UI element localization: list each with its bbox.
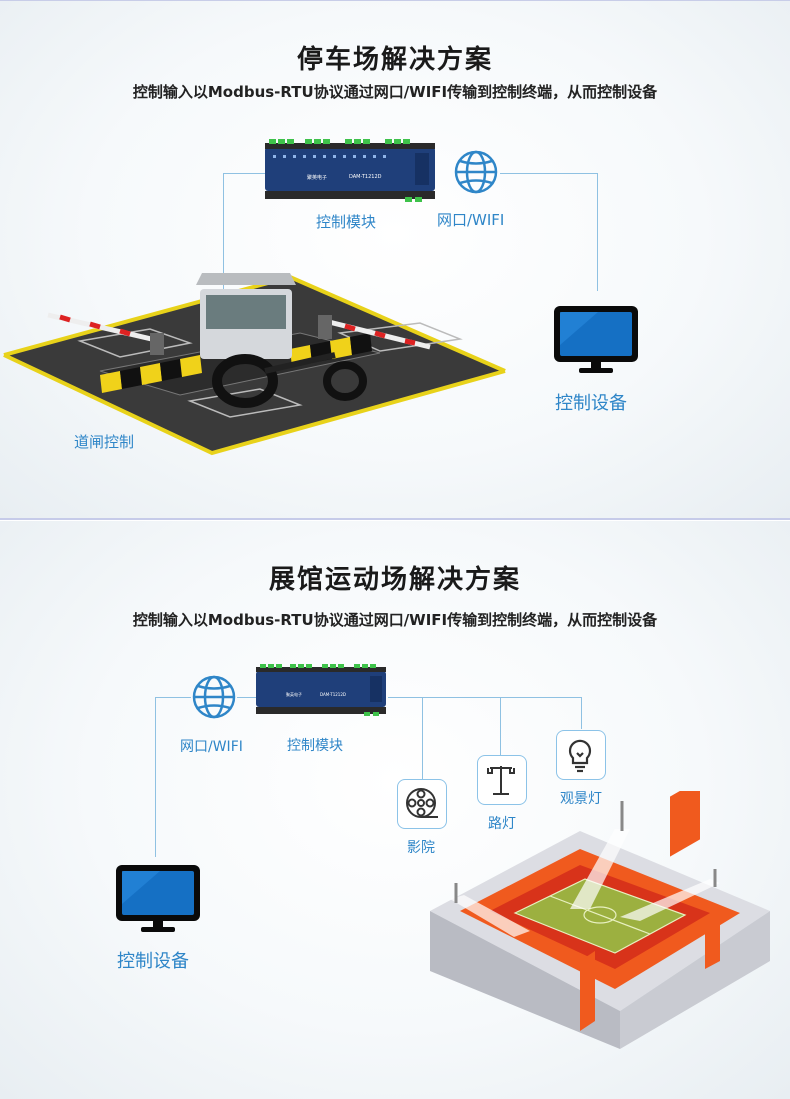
film-reel-icon xyxy=(397,779,447,829)
network-label: 网口/WIFI xyxy=(437,211,505,229)
connector-line xyxy=(223,173,224,291)
connector-line xyxy=(500,697,501,755)
module-brand: 聚英电子 xyxy=(286,692,302,697)
module-label: 控制模块 xyxy=(316,213,377,231)
connector-line xyxy=(422,697,423,779)
parking-gate-illustration xyxy=(0,271,510,460)
parking-title: 停车场解决方案 xyxy=(296,45,493,75)
stadium-solution-panel: 展馆运动场解决方案 控制输入以Modbus-RTU协议通过网口/WIFI传输到控… xyxy=(0,521,790,1099)
device-label: 控制设备 xyxy=(117,951,189,972)
street-light-label: 路灯 xyxy=(488,816,516,832)
globe-icon xyxy=(190,673,238,725)
stadium-subtitle: 控制输入以Modbus-RTU协议通过网口/WIFI传输到控制终端，从而控制设备 xyxy=(132,611,658,629)
cinema-label: 影院 xyxy=(407,840,435,856)
network-label: 网口/WIFI xyxy=(180,739,243,755)
connector-line xyxy=(500,173,598,174)
landscape-light-label: 观景灯 xyxy=(560,791,602,807)
monitor-icon xyxy=(115,864,201,938)
light-bulb-icon xyxy=(556,730,606,780)
control-module-image: 聚英电子 DAM-T1212D xyxy=(256,664,386,722)
parking-subtitle: 控制输入以Modbus-RTU协议通过网口/WIFI传输到控制终端，从而控制设备 xyxy=(132,83,658,101)
connector-line xyxy=(155,697,191,698)
street-light-icon xyxy=(477,755,527,805)
connector-line xyxy=(155,697,156,857)
stadium-title: 展馆运动场解决方案 xyxy=(268,565,521,595)
control-module-image: 聚英电子 DAM-T1212D xyxy=(265,139,435,209)
module-label: 控制模块 xyxy=(287,738,343,754)
globe-icon xyxy=(452,148,500,200)
module-model: DAM-T1212D xyxy=(349,174,382,180)
parking-solution-panel: 停车场解决方案 控制输入以Modbus-RTU协议通过网口/WIFI传输到控制终… xyxy=(0,0,790,520)
module-model: DAM-T1212D xyxy=(320,692,346,697)
device-label: 控制设备 xyxy=(555,393,627,414)
connector-line xyxy=(388,697,582,698)
monitor-icon xyxy=(553,305,639,379)
connector-line xyxy=(223,173,269,174)
stadium-illustration xyxy=(420,779,780,1055)
module-brand: 聚英电子 xyxy=(307,175,328,181)
connector-line xyxy=(237,697,257,698)
connector-line xyxy=(581,697,582,729)
connector-line xyxy=(597,173,598,291)
gate-control-label: 道闸控制 xyxy=(74,433,135,451)
